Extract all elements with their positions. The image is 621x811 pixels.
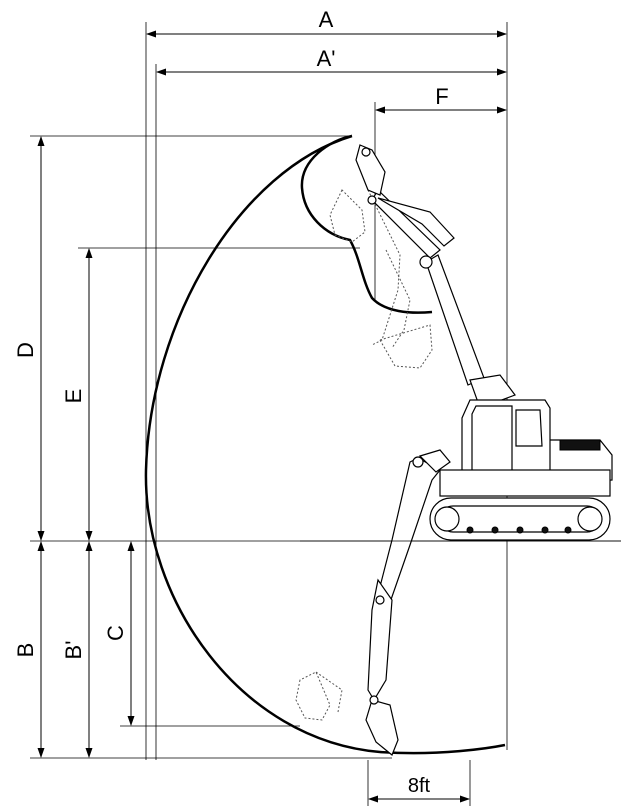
dimension-labels: A A' F D E B B' C 8ft <box>13 7 449 797</box>
upper-boom-arm <box>355 144 516 409</box>
ghost-positions <box>295 189 433 721</box>
working-range-envelope <box>144 134 506 755</box>
label-b: B <box>13 643 38 658</box>
label-a: A <box>319 7 334 32</box>
label-c: C <box>103 625 128 641</box>
label-a-prime: A' <box>317 46 336 71</box>
label-f: F <box>435 84 448 109</box>
lower-boom-arm <box>365 449 451 756</box>
excavator-body <box>429 399 613 541</box>
dimension-lines <box>37 30 507 803</box>
label-d: D <box>13 342 38 358</box>
label-e: E <box>61 389 86 404</box>
label-scale: 8ft <box>408 775 431 797</box>
label-b-prime: B' <box>61 641 86 660</box>
